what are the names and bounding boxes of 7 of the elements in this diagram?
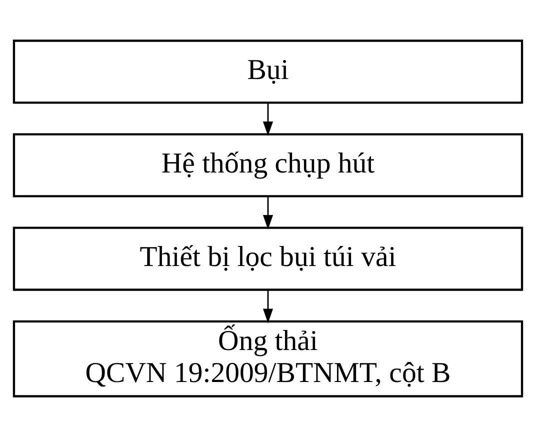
node-box: Ống thải QCVN 19:2009/BTNMT, cột B [12,320,524,397]
arrow [262,102,274,136]
arrow [262,289,274,323]
node-box: Hệ thống chụp hút [12,132,524,197]
node-box: Bụi [12,39,524,104]
node-box: Thiết bị lọc bụi túi vải [12,226,524,290]
arrow [262,196,274,229]
